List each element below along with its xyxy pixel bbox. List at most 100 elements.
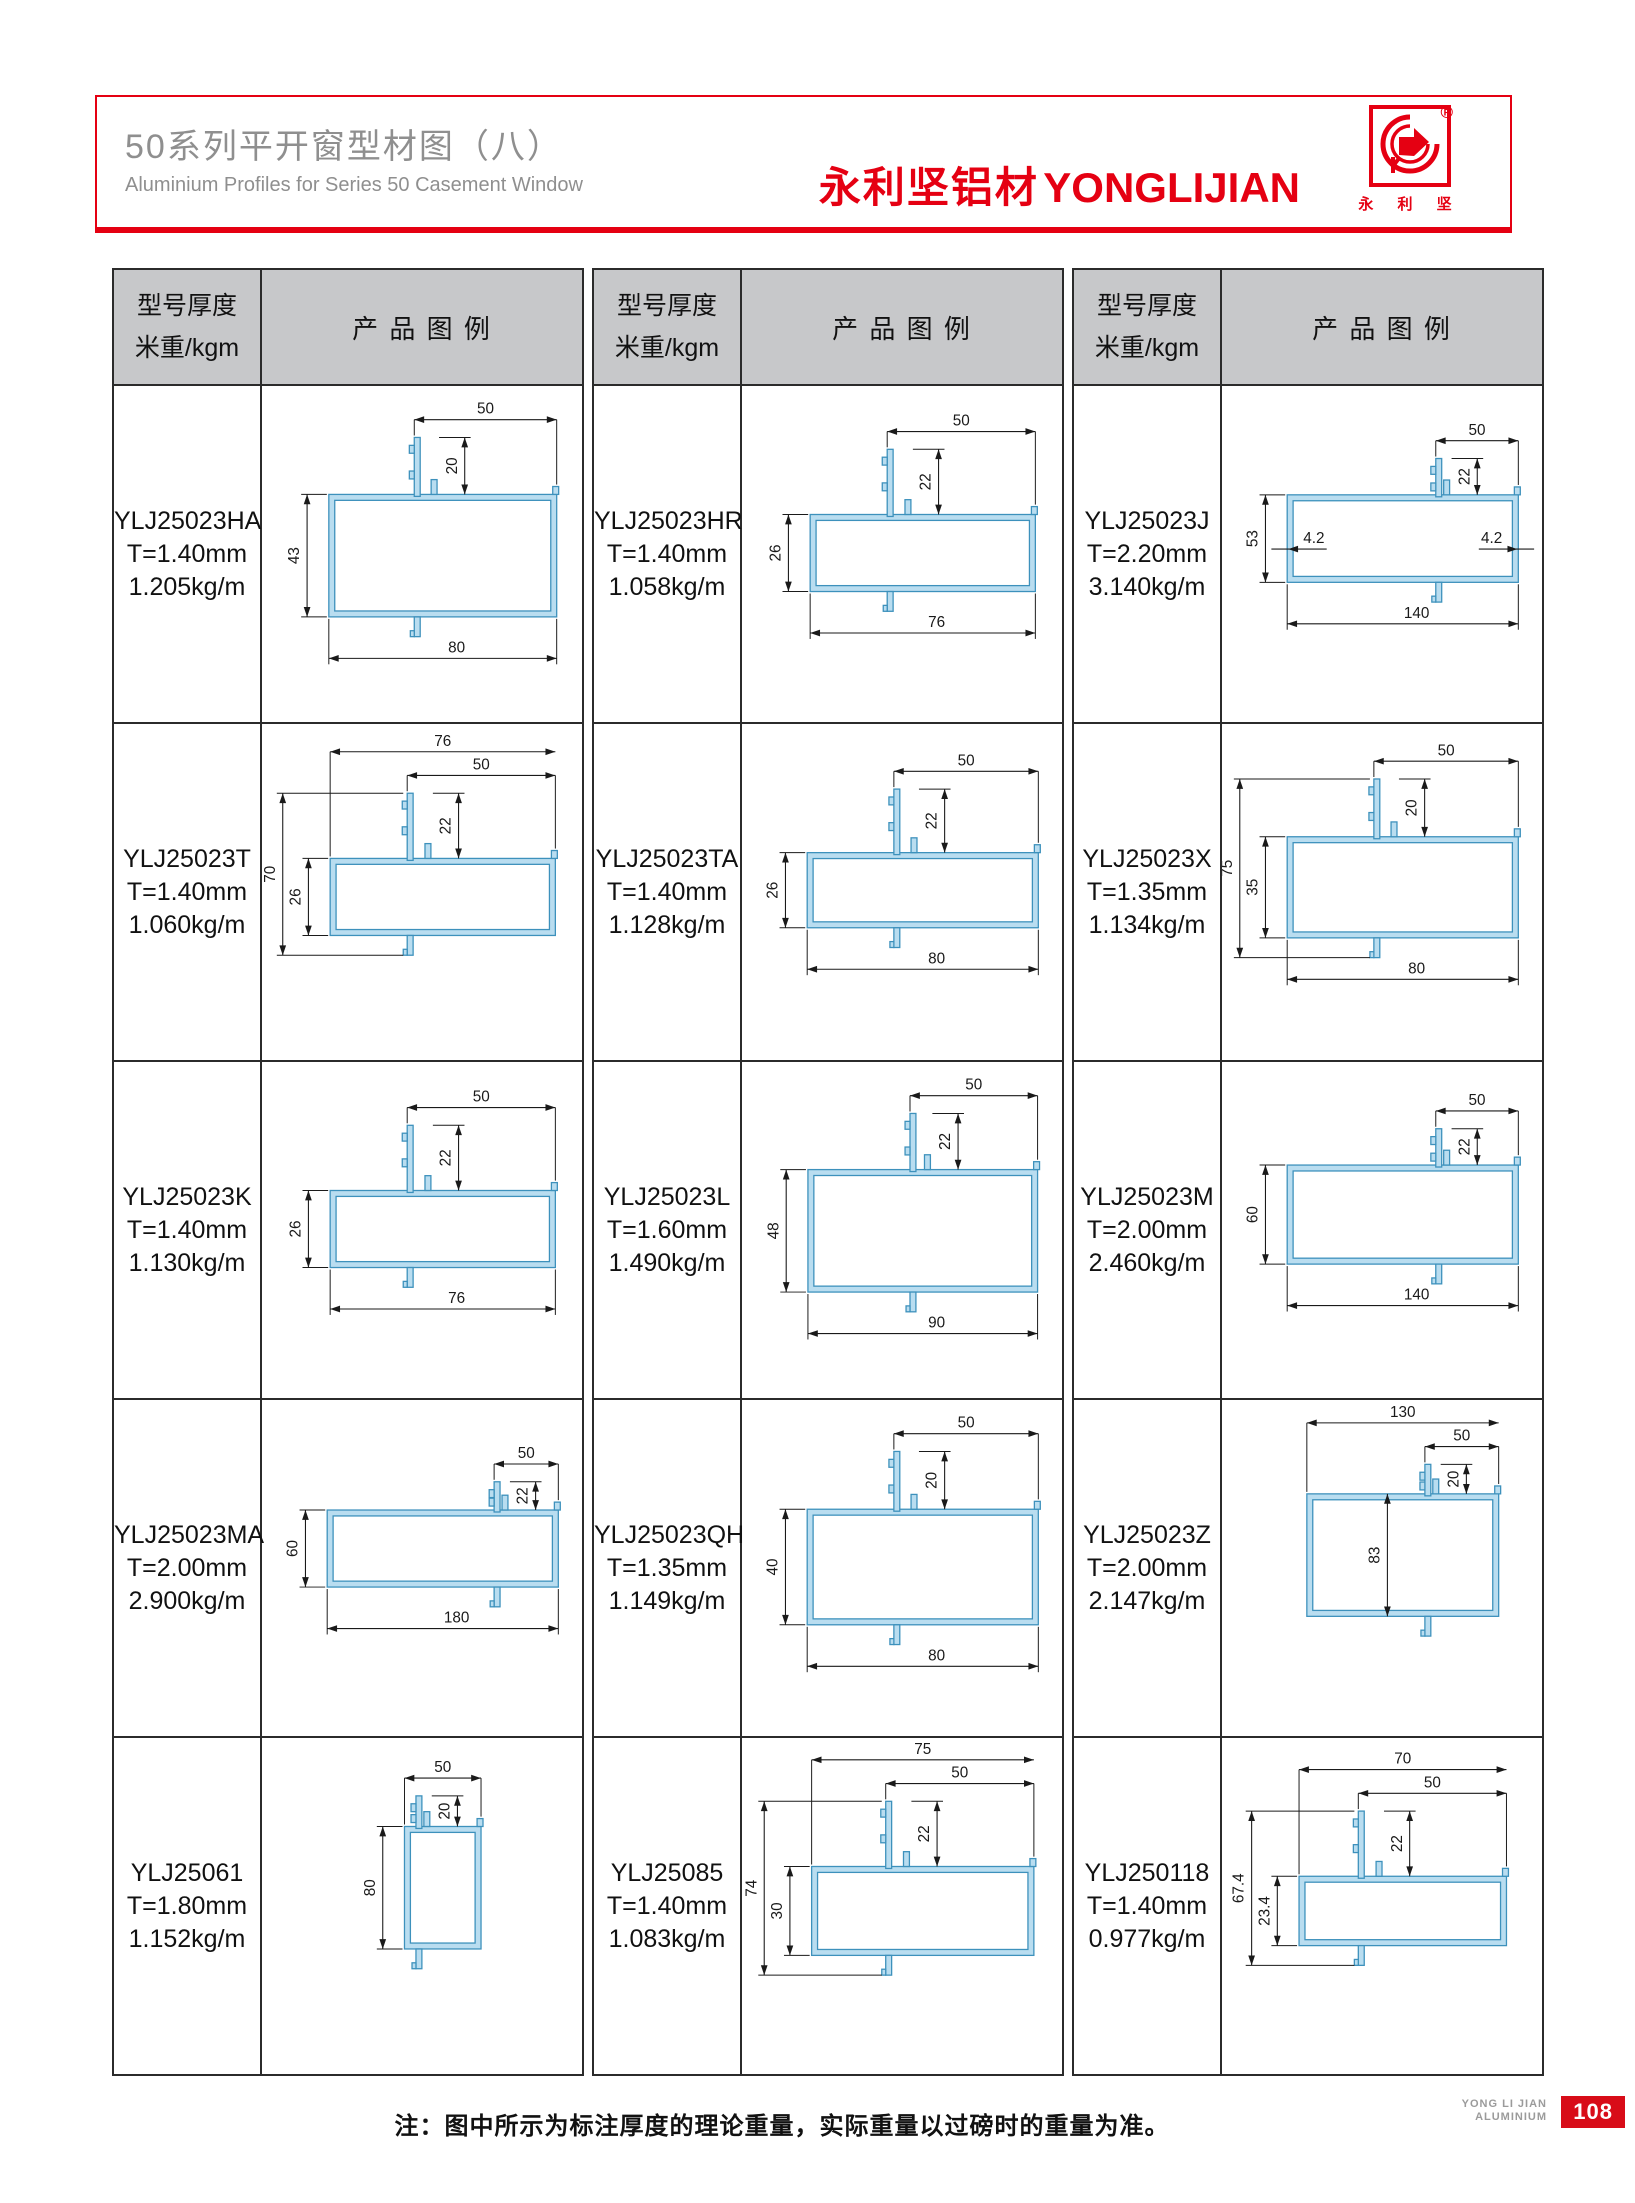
product-code: YLJ25085 [610, 1858, 724, 1887]
column-header-illustration: 产 品 图 例 [260, 268, 584, 386]
svg-text:22: 22 [937, 1133, 954, 1150]
product-weight: 1.058kg/m [608, 572, 726, 601]
svg-text:26: 26 [768, 545, 785, 562]
svg-text:50: 50 [473, 1089, 490, 1106]
svg-text:30: 30 [769, 1902, 786, 1919]
product-weight: 1.490kg/m [608, 1248, 726, 1277]
product-weight: 1.128kg/m [608, 910, 726, 939]
product-thickness: T=1.40mm [126, 539, 248, 568]
svg-text:20: 20 [924, 1472, 941, 1489]
svg-text:50: 50 [951, 1765, 968, 1782]
svg-text:50: 50 [1469, 422, 1486, 439]
svg-text:80: 80 [448, 639, 465, 656]
logo-characters: 永 利 坚 [1358, 196, 1462, 213]
product-thickness: T=2.00mm [126, 1553, 248, 1582]
column-header-model: 型号厚度米重/kgm [1072, 268, 1222, 386]
svg-text:75: 75 [914, 1741, 931, 1758]
product-weight: 1.149kg/m [608, 1586, 726, 1615]
svg-text:50: 50 [518, 1445, 535, 1462]
svg-text:22: 22 [1456, 468, 1473, 485]
profile-drawing: 50 22 60 180 [285, 1445, 561, 1635]
product-code: YLJ25023Z [1083, 1520, 1211, 1549]
product-code: YLJ25023M [1080, 1182, 1214, 1211]
svg-text:40: 40 [765, 1559, 782, 1576]
product-illustration: 50 22 60 180 [260, 1398, 584, 1738]
page-titles: 50系列平开窗型材图（八） Aluminium Profiles for Ser… [125, 119, 583, 197]
svg-text:80: 80 [928, 950, 945, 967]
page-title: 50系列平开窗型材图（八） [125, 128, 563, 166]
product-code: YLJ25023HR [594, 506, 743, 535]
svg-text:80: 80 [1408, 960, 1425, 977]
svg-text:43: 43 [286, 547, 303, 564]
product-weight: 1.205kg/m [128, 572, 246, 601]
svg-text:50: 50 [1438, 742, 1455, 759]
svg-text:26: 26 [288, 888, 305, 905]
product-code: YLJ25061 [130, 1858, 244, 1887]
svg-text:180: 180 [444, 1610, 470, 1627]
brand-name: 永利坚铝材 YONGLIJIAN [818, 164, 1300, 211]
svg-text:70: 70 [262, 866, 279, 883]
page-number: 108 [1561, 2096, 1625, 2128]
product-weight: 1.134kg/m [1088, 910, 1206, 939]
svg-text:22: 22 [438, 817, 455, 834]
logo-swirl-icon [1369, 105, 1451, 187]
svg-text:50: 50 [473, 757, 490, 774]
svg-text:23.4: 23.4 [1256, 1896, 1273, 1926]
svg-text:50: 50 [434, 1759, 451, 1776]
product-weight: 2.900kg/m [128, 1586, 246, 1615]
product-code: YLJ25023L [603, 1182, 731, 1211]
product-thickness: T=1.60mm [606, 1215, 728, 1244]
svg-text:140: 140 [1404, 1287, 1430, 1304]
product-code: YLJ25023K [122, 1182, 252, 1211]
product-thickness: T=1.40mm [606, 539, 728, 568]
product-thickness: T=2.00mm [1086, 1215, 1208, 1244]
svg-text:70: 70 [1394, 1751, 1411, 1768]
svg-text:74: 74 [743, 1879, 760, 1897]
svg-text:26: 26 [765, 882, 782, 899]
product-thickness: T=2.00mm [1086, 1553, 1208, 1582]
product-code: YLJ25023QH [594, 1520, 745, 1549]
svg-text:75: 75 [1222, 860, 1236, 877]
product-weight: 1.130kg/m [128, 1248, 246, 1277]
svg-text:76: 76 [434, 733, 451, 750]
profile-drawing: 50 76 22 26 70 [262, 733, 558, 956]
company-logo: ® 永 利 坚 [1350, 103, 1470, 214]
svg-text:22: 22 [515, 1487, 532, 1504]
svg-text:60: 60 [285, 1540, 302, 1557]
product-code: YLJ25023HA [114, 506, 262, 535]
product-thickness: T=1.40mm [126, 1215, 248, 1244]
svg-text:50: 50 [1424, 1774, 1441, 1791]
svg-text:76: 76 [928, 614, 945, 631]
svg-text:50: 50 [1453, 1428, 1470, 1445]
footer-note: 注：图中所示为标注厚度的理论重量，实际重量以过磅时的重量为准。 [394, 2113, 1170, 2140]
column-header-illustration: 产 品 图 例 [740, 268, 1064, 386]
svg-text:50: 50 [958, 752, 975, 769]
svg-text:50: 50 [477, 401, 494, 418]
svg-text:90: 90 [928, 1315, 945, 1332]
